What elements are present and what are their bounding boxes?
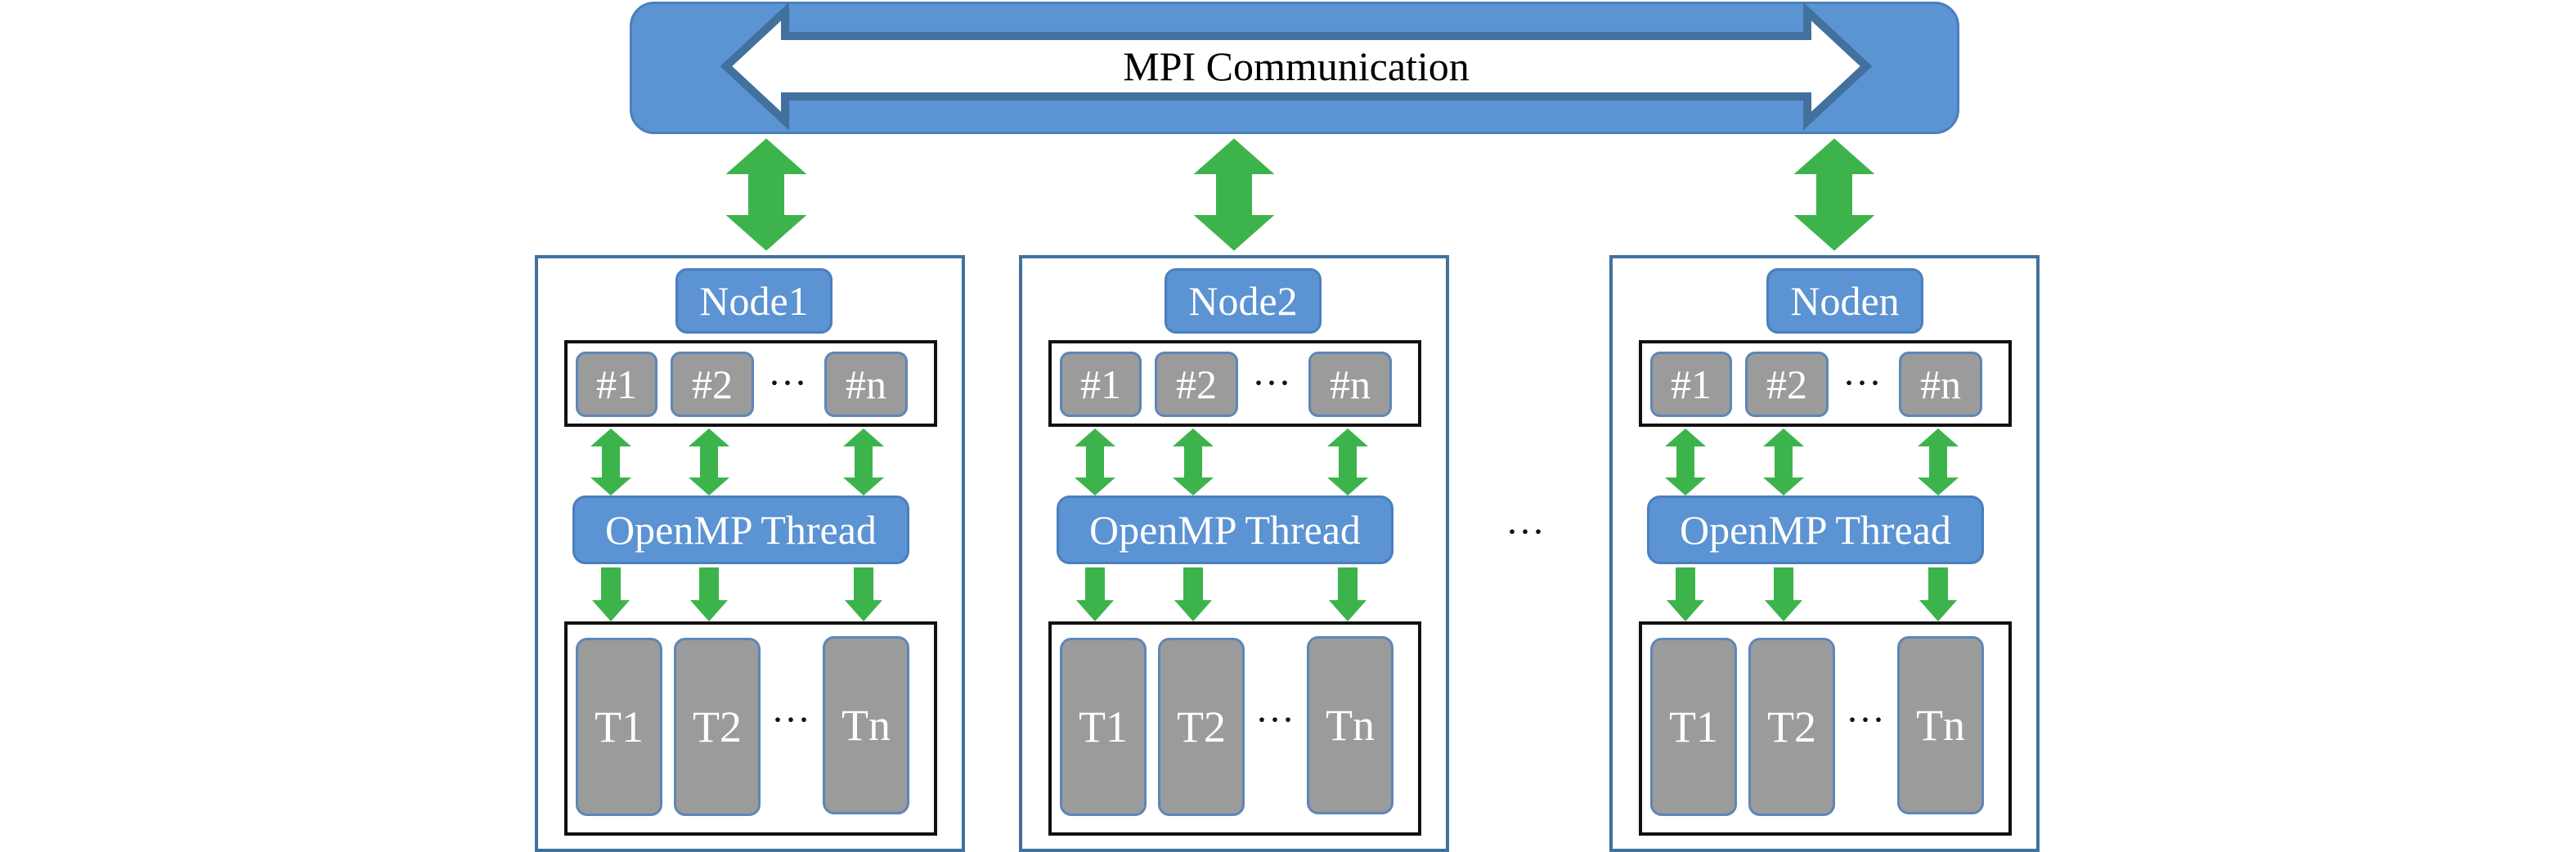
node1-procn-arrow (843, 428, 884, 496)
bus-noden-arrow (1789, 136, 1879, 253)
noden-process-ellipsis: ··· (1842, 361, 1882, 405)
noden-proc1-arrow (1665, 428, 1706, 496)
node1-process-1: #1 (576, 352, 657, 417)
node2-thread-n: Tn (1307, 636, 1393, 814)
node1-process-n: #n (824, 352, 908, 417)
noden-procn-arrow (1918, 428, 1959, 496)
node2-proc2-arrow (1173, 428, 1214, 496)
node2-thread-2: T2 (1158, 638, 1245, 816)
nodes-ellipsis: ··· (1506, 509, 1545, 554)
node1-thread-n: Tn (823, 636, 909, 814)
node2-process-1: #1 (1060, 352, 1142, 417)
mpi-double-arrow (720, 2, 1873, 131)
node2-openmp-thread: OpenMP Thread (1057, 496, 1393, 564)
node1-proc2-arrow (689, 428, 729, 496)
noden-thread-ellipsis: ··· (1846, 697, 1885, 742)
bus-node2-arrow (1189, 136, 1279, 253)
node2-threadn-arrow (1329, 567, 1367, 621)
node2-process-2: #2 (1155, 352, 1238, 417)
mpi-label: MPI Communication (1123, 43, 1470, 89)
node2-label: Node2 (1165, 268, 1322, 334)
noden-thread-2: T2 (1748, 638, 1835, 816)
noden-process-2: #2 (1745, 352, 1829, 417)
node2-proc1-arrow (1075, 428, 1115, 496)
node1-process-ellipsis: ··· (768, 361, 807, 405)
node1-proc1-arrow (590, 428, 631, 496)
noden-process-1: #1 (1650, 352, 1732, 417)
noden-threadn-arrow (1919, 567, 1957, 621)
node2-thread-1: T1 (1060, 638, 1147, 816)
noden-process-n: #n (1899, 352, 1982, 417)
node1-thread2-arrow (690, 567, 728, 621)
node1-openmp-thread: OpenMP Thread (572, 496, 909, 564)
node1-thread-ellipsis: ··· (771, 697, 810, 742)
noden-thread2-arrow (1765, 567, 1802, 621)
node1-threadn-arrow (845, 567, 882, 621)
noden-openmp-thread: OpenMP Thread (1647, 496, 1984, 564)
node1-thread1-arrow (592, 567, 630, 621)
bus-node1-arrow (721, 136, 811, 253)
node2-thread2-arrow (1174, 567, 1212, 621)
noden-proc2-arrow (1763, 428, 1804, 496)
node1-label: Node1 (675, 268, 832, 334)
node2-process-n: #n (1308, 352, 1392, 417)
node1-thread-1: T1 (576, 638, 662, 816)
node2-thread1-arrow (1076, 567, 1114, 621)
noden-thread-1: T1 (1650, 638, 1737, 816)
node2-procn-arrow (1327, 428, 1368, 496)
noden-thread1-arrow (1667, 567, 1704, 621)
node1-process-2: #2 (671, 352, 754, 417)
noden-thread-n: Tn (1897, 636, 1984, 814)
node1-thread-2: T2 (674, 638, 761, 816)
node2-thread-ellipsis: ··· (1255, 697, 1295, 742)
noden-label: Noden (1766, 268, 1923, 334)
node2-process-ellipsis: ··· (1252, 361, 1291, 405)
